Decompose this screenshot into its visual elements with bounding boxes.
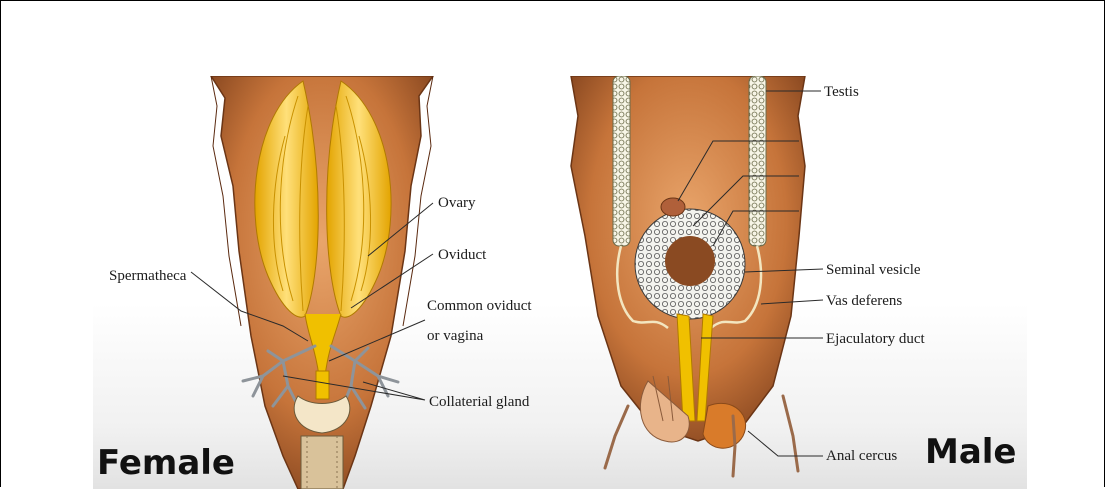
label-vas-deferens: Vas deferens — [826, 293, 902, 309]
label-anal-cercus: Anal cercus — [826, 448, 897, 464]
label-ovary: Ovary — [438, 195, 476, 211]
label-spermatheca: Spermatheca — [109, 268, 187, 284]
label-oviduct: Oviduct — [438, 247, 487, 263]
label-ejaculatory-duct: Ejaculatory duct — [826, 331, 926, 347]
label-common-oviduct-line1: Common oviduct — [427, 298, 532, 314]
diagram-panel: Ovary Oviduct Spermatheca Common oviduct… — [93, 76, 1027, 489]
label-collateral-gland: Collaterial gland — [429, 394, 530, 410]
label-seminal-vesicle: Seminal vesicle — [826, 262, 921, 278]
label-common-oviduct-line2: or vagina — [427, 328, 484, 344]
male-title: Male — [925, 432, 1017, 472]
female-title: Female — [97, 443, 235, 483]
label-testis: Testis — [824, 84, 859, 100]
reproductive-system-diagram: Ovary Oviduct Spermatheca Common oviduct… — [93, 76, 1027, 489]
female-genital-chamber — [294, 396, 350, 489]
